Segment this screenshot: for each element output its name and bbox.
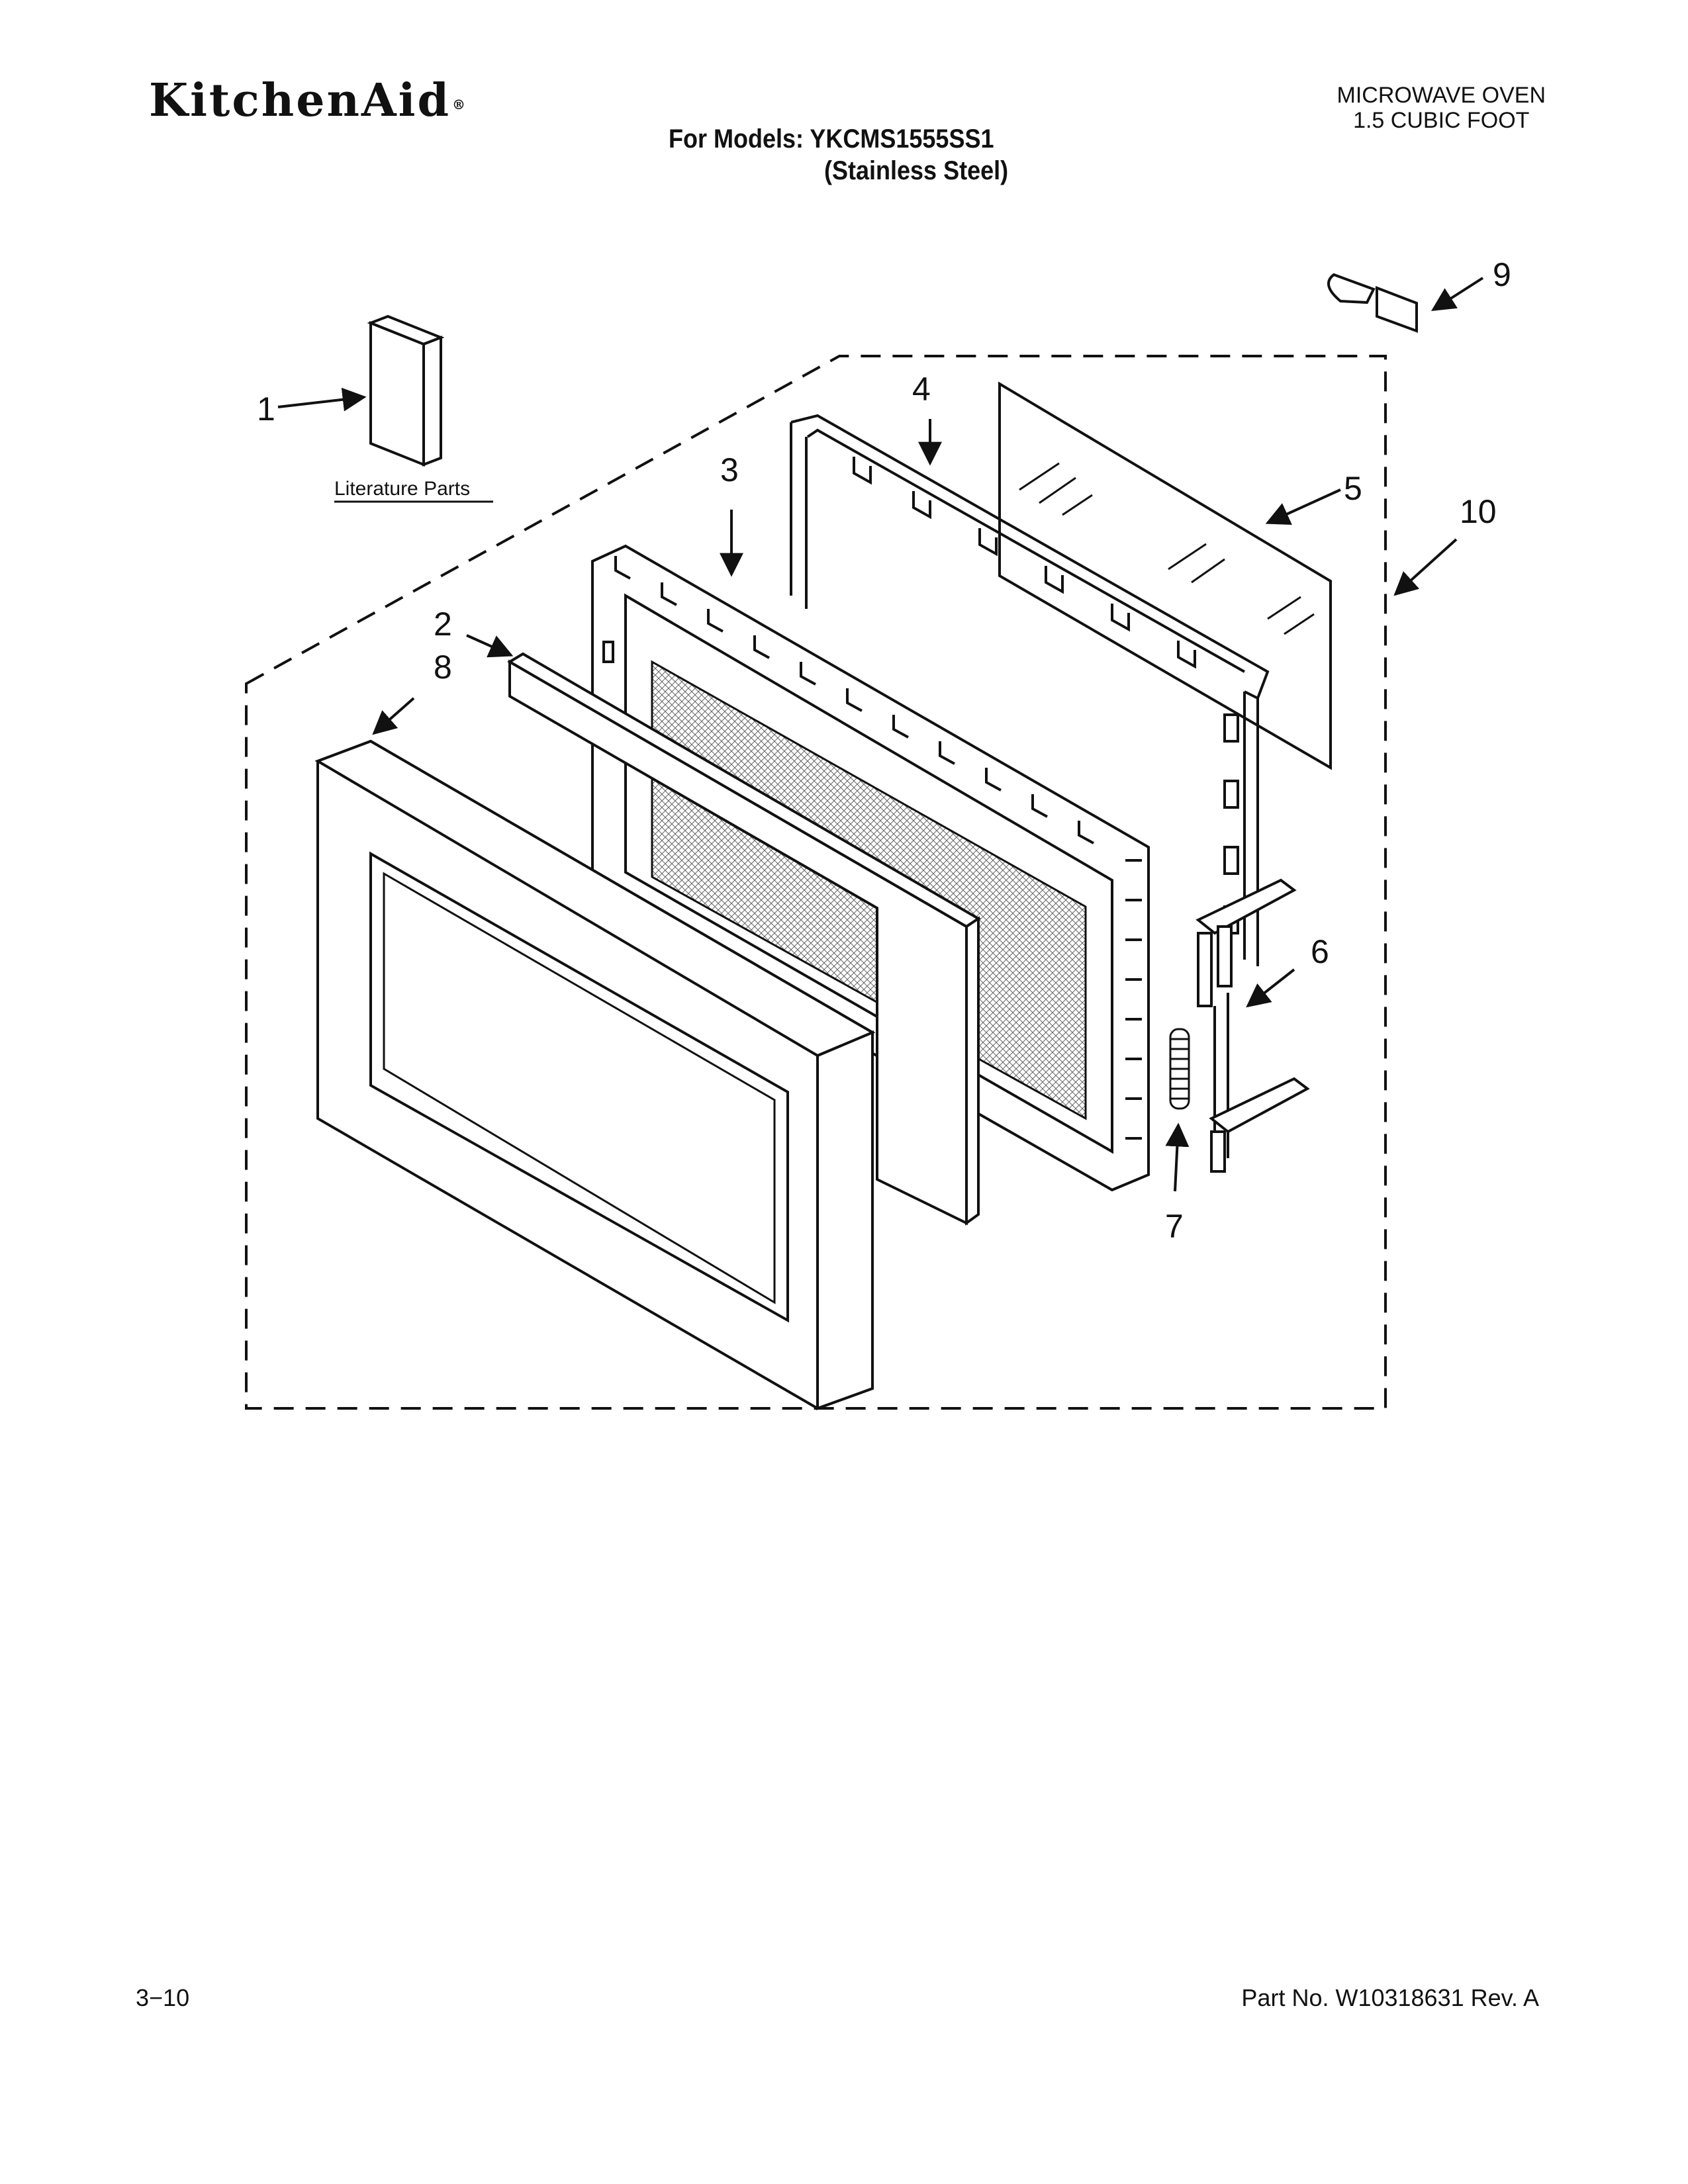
callout-6: 6	[1311, 933, 1329, 970]
callout-7: 7	[1165, 1208, 1184, 1245]
callout-10: 10	[1460, 493, 1497, 530]
callout-2: 2	[434, 606, 452, 643]
callout-3: 3	[720, 451, 739, 488]
callout-1: 1	[257, 390, 275, 428]
latch-spring	[1169, 1028, 1190, 1110]
models-title: For Models: YKCMS1555SS1	[669, 124, 994, 154]
product-capacity: 1.5 CUBIC FOOT	[1353, 108, 1530, 133]
literature-booklet	[367, 314, 445, 467]
finish-title: (Stainless Steel)	[824, 156, 1009, 185]
callout-4: 4	[912, 371, 931, 408]
callout-8: 8	[434, 649, 452, 686]
product-type: MICROWAVE OVEN	[1336, 83, 1546, 108]
door-seal	[507, 652, 981, 1226]
brand-name: KitchenAid	[149, 74, 451, 127]
page-code: 3−10	[136, 1984, 190, 2011]
part-number: Part No. W10318631 Rev. A	[1241, 1984, 1539, 2011]
callout-5: 5	[1344, 470, 1362, 507]
assembly-boundary	[245, 355, 1387, 1410]
literature-parts-label: Literature Parts	[334, 478, 470, 500]
door-latch	[1196, 878, 1310, 1173]
product-description: MICROWAVE OVEN 1.5 CUBIC FOOT	[1337, 83, 1546, 133]
hinge-clip	[1327, 273, 1418, 333]
callout-leaders	[277, 277, 1484, 1192]
callout-9: 9	[1493, 256, 1511, 293]
brand-logo: KitchenAid®	[149, 74, 467, 127]
outer-door-frame	[314, 739, 876, 1410]
brand-registered-mark: ®	[452, 96, 468, 113]
window-glass	[998, 381, 1332, 770]
